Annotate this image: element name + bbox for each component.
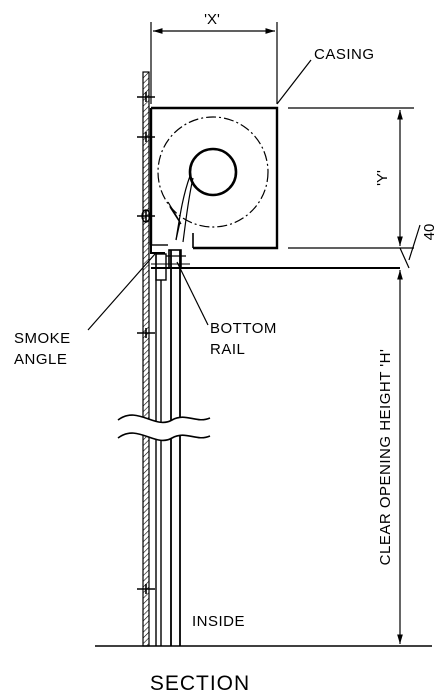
barrel <box>188 147 238 197</box>
smoke-angle-label-line1: SMOKE <box>14 330 71 347</box>
casing <box>149 106 279 250</box>
dimension-40-label: 40 <box>421 224 438 241</box>
section-title: SECTION <box>150 672 250 695</box>
smoke-angle-callout: SMOKE ANGLE <box>14 253 156 368</box>
anchor <box>137 92 155 102</box>
break-symbol <box>117 414 211 442</box>
anchor <box>137 328 155 338</box>
bottom-rail-label-line2: RAIL <box>210 341 245 358</box>
wall-anchors <box>137 92 155 594</box>
dimension-x-label: 'X' <box>204 11 220 28</box>
bottom-rail-label-line1: BOTTOM <box>210 320 277 337</box>
bottom-rail-callout: BOTTOM RAIL <box>176 261 277 358</box>
smoke-angle-label-line2: ANGLE <box>14 351 67 368</box>
clear-opening-height-label: CLEAR OPENING HEIGHT 'H' <box>377 349 394 566</box>
dimension-right <box>288 107 421 644</box>
curtain-roll <box>157 116 269 228</box>
casing-callout: CASING <box>276 46 375 105</box>
smoke-angle <box>150 233 168 254</box>
anchor <box>137 584 155 594</box>
curtain-feed <box>167 175 194 243</box>
anchor <box>137 132 155 142</box>
casing-label: CASING <box>314 46 375 63</box>
guide-channels <box>155 250 181 646</box>
dimension-x: 'X' <box>150 11 278 104</box>
inside-label: INSIDE <box>192 613 245 630</box>
dimension-y-label: 'Y' <box>374 170 391 186</box>
wall <box>142 71 150 647</box>
anchor <box>137 209 155 223</box>
